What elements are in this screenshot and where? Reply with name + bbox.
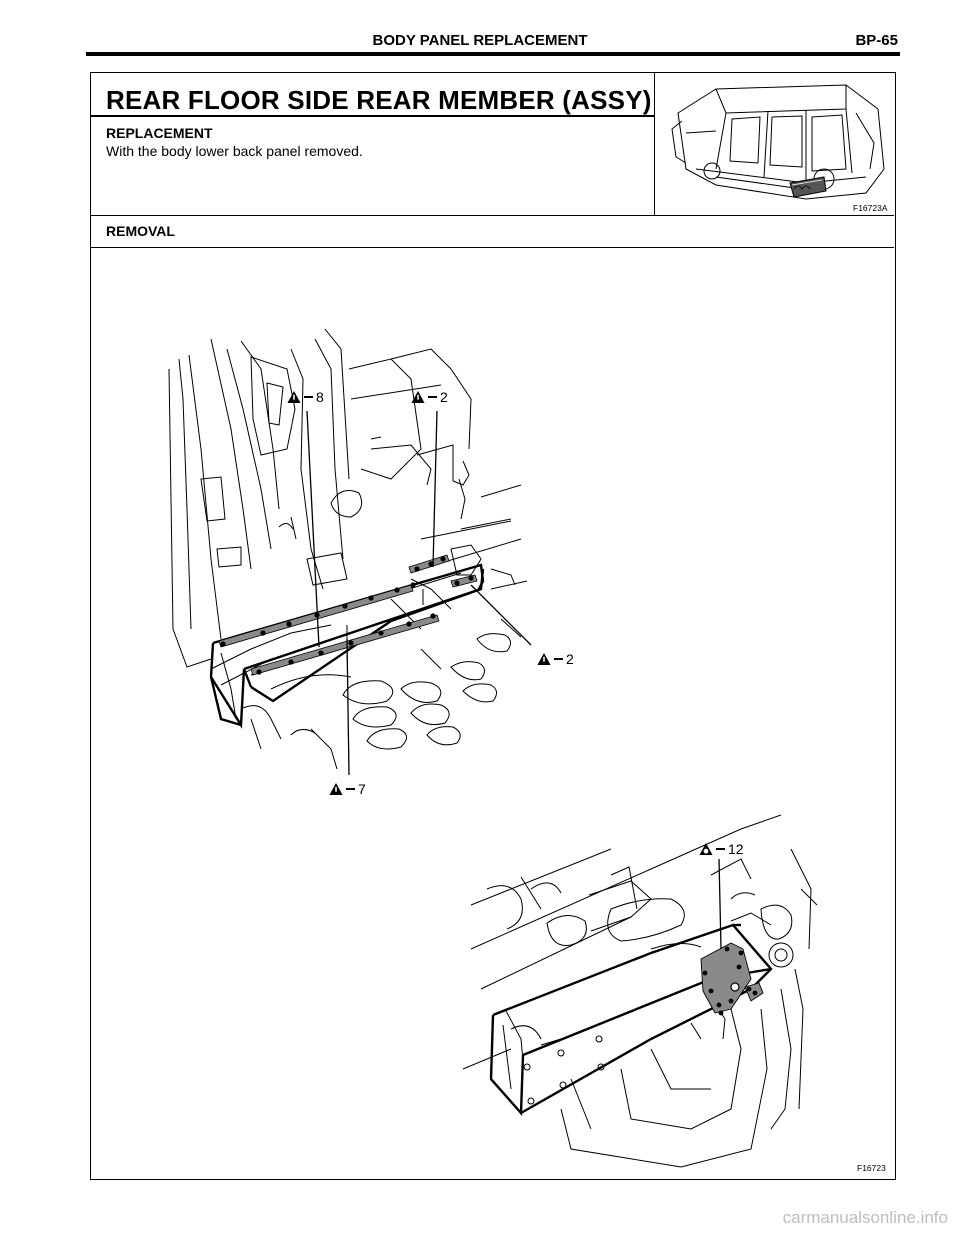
callout-count: 7	[358, 781, 366, 797]
page-number: BP-65	[855, 32, 898, 49]
callout-count: 12	[728, 841, 744, 857]
removal-heading: REMOVAL	[106, 223, 175, 239]
replacement-heading: REPLACEMENT	[106, 125, 213, 141]
callout-count: 8	[316, 389, 324, 405]
watermark: carmanualsonline.info	[782, 1208, 948, 1227]
overview-figure-code: F16723A	[853, 203, 888, 213]
procedure-header: REAR FLOOR SIDE REAR MEMBER (ASSY) REPLA…	[91, 73, 894, 216]
warning-icon	[329, 783, 343, 795]
warning-icon	[537, 653, 551, 665]
overview-figure: F16723A	[656, 73, 894, 215]
running-header: BODY PANEL REPLACEMENT BP-65	[0, 30, 960, 54]
replacement-note: With the body lower back panel removed.	[106, 143, 363, 159]
title-cell: REAR FLOOR SIDE REAR MEMBER (ASSY) REPLA…	[91, 73, 655, 215]
weld-callout-7: 7	[329, 781, 366, 797]
removal-illustration	[168, 328, 818, 1168]
section-title: BODY PANEL REPLACEMENT	[372, 32, 588, 49]
title-rule	[91, 115, 654, 117]
vehicle-body-illustration	[671, 84, 885, 200]
removal-header: REMOVAL	[91, 215, 894, 248]
weld-callout-2-right: 2	[537, 651, 574, 667]
weld-callout-2-top: 2	[411, 389, 448, 405]
main-figure-code: F16723	[857, 1163, 886, 1173]
warning-icon	[287, 391, 301, 403]
callout-count: 2	[440, 389, 448, 405]
spot-weld-callout-12: 12	[699, 841, 744, 857]
warning-icon	[411, 391, 425, 403]
procedure-frame: REAR FLOOR SIDE REAR MEMBER (ASSY) REPLA…	[90, 72, 896, 1180]
weld-callout-8: 8	[287, 389, 324, 405]
page-title: REAR FLOOR SIDE REAR MEMBER (ASSY)	[106, 85, 652, 115]
spot-weld-icon	[699, 843, 713, 855]
removal-diagram: 8 2 2 7 12 F16723	[91, 249, 894, 1184]
callout-count: 2	[566, 651, 574, 667]
header-rule	[86, 52, 900, 56]
